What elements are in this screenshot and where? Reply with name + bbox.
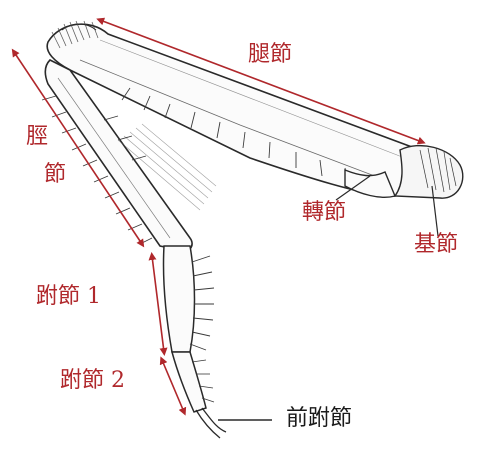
femur-segment xyxy=(47,24,439,196)
tarsus1-label: 跗節 1 xyxy=(36,286,101,308)
tarsus2-label: 跗節 2 xyxy=(60,370,125,392)
tarsus1-segment xyxy=(163,246,194,352)
coxa-label: 基節 xyxy=(414,234,458,256)
pretarsus-claws xyxy=(196,408,226,438)
pretarsus-label: 前跗節 xyxy=(286,408,352,430)
tibia-label-bottom: 節 xyxy=(44,164,66,186)
trochanter-label: 轉節 xyxy=(302,202,346,224)
tibia-label-top: 脛 xyxy=(26,126,48,148)
tarsus1-arrow xyxy=(152,256,164,352)
femur-label: 腿節 xyxy=(248,44,292,66)
